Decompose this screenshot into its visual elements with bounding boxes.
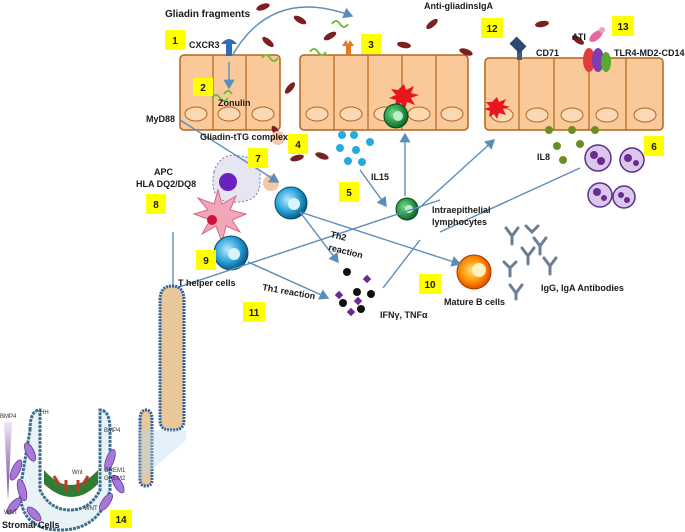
th2-label-line1: Th2: [330, 229, 348, 243]
ati-molecule-icon: [589, 27, 605, 42]
svg-text:8: 8: [153, 200, 159, 211]
myd88-label: MyD88: [146, 114, 175, 124]
il15-cytokines: [336, 131, 374, 166]
neutrophil-cells: [584, 144, 645, 209]
zonulin-label: Zonulin: [218, 98, 251, 108]
badge-2: 2: [193, 78, 213, 96]
enterocyte-layer-center: [299, 54, 469, 131]
svg-text:3: 3: [368, 40, 374, 51]
grem2-label: GREM2: [104, 476, 126, 482]
svg-text:11: 11: [249, 308, 260, 319]
cd71-receptor-icon: [509, 36, 527, 60]
t-helper-label: T helper cells: [178, 278, 236, 288]
badge-7: 7: [248, 148, 268, 168]
badges: 1 2 3 4 5 6 7 8 9 10 11 12 13 14: [110, 16, 664, 528]
badge-4: 4: [288, 134, 308, 154]
svg-text:5: 5: [346, 188, 352, 199]
badge-3: 3: [361, 34, 381, 54]
svg-text:13: 13: [617, 22, 629, 33]
badge-5: 5: [339, 182, 359, 202]
apc-dendritic-cell: [192, 188, 248, 244]
hla-label: HLA DQ2/DQ8: [136, 179, 196, 189]
svg-text:2: 2: [200, 83, 206, 94]
antibody-icons: [502, 224, 558, 301]
badge-11: 11: [243, 302, 265, 322]
bmp4-left-label: BMP4: [0, 414, 17, 420]
peptide-squiggles: [211, 20, 349, 102]
igg-iga-label: IgG, IgA Antibodies: [541, 283, 624, 293]
grem1-label: GREM1: [104, 468, 126, 474]
tlr4-md2-cd14-complex-icon: [583, 48, 611, 72]
il15-label: IL15: [371, 172, 389, 182]
badge-1: 1: [165, 30, 185, 50]
iel-label-line1: Intraepithelial: [432, 205, 491, 215]
crypt-illustration: [18, 408, 112, 532]
th1-label: Th1 reaction: [262, 282, 316, 301]
il8-label: IL8: [537, 152, 550, 162]
badge-10: 10: [419, 274, 441, 294]
svg-text:7: 7: [255, 154, 261, 165]
badge-13: 13: [612, 16, 634, 36]
hh-label: HH: [40, 410, 49, 416]
cxcr3-receptor-icon: [221, 39, 237, 56]
svg-text:10: 10: [424, 280, 436, 291]
bmp4-right-label: BMP4: [104, 428, 121, 434]
svg-text:1: 1: [172, 36, 178, 47]
gliadin-ttg-label: Gliadin-tTG complex: [200, 132, 288, 142]
badge-9: 9: [196, 250, 216, 270]
ifn-tnf-cytokines: [334, 268, 375, 317]
il8-cytokines: [545, 126, 599, 164]
apc-label: APC: [154, 167, 174, 177]
anti-gliadin-iga-label: Anti-gliadinsIgA: [424, 1, 493, 11]
tlr4-label: TLR4-MD2-CD14: [614, 48, 685, 58]
badge-8: 8: [146, 194, 166, 214]
badge-14: 14: [110, 510, 132, 528]
villus-illustration: [138, 284, 186, 488]
iel-label-line2: lymphocytes: [432, 217, 487, 227]
svg-text:14: 14: [115, 515, 127, 526]
svg-text:9: 9: [203, 256, 209, 267]
stromal-cells-label: Stromal Cells: [2, 520, 60, 530]
wnt-bottom-label: WNT: [84, 506, 98, 512]
damage-splat-icon: [389, 84, 510, 119]
enterocyte-layer-right: [484, 57, 664, 131]
wnt-left-label: WNT: [4, 510, 18, 516]
pathway-arrows: [169, 6, 581, 300]
cxcr3-label: CXCR3: [189, 40, 220, 50]
svg-text:4: 4: [295, 140, 301, 151]
svg-text:12: 12: [486, 24, 498, 35]
intraepithelial-lymphocyte-cell: [383, 103, 419, 221]
th2-label-line2: reaction: [328, 242, 364, 260]
svg-text:6: 6: [651, 142, 657, 153]
bmp4-gradient-bar: [4, 422, 12, 500]
neutrophil-nuclei: [590, 151, 639, 203]
ati-label: ATI: [572, 32, 586, 42]
cd71-label: CD71: [536, 48, 559, 58]
ifn-tnf-label: IFNγ, TNFα: [380, 310, 428, 320]
mature-b-cell: [456, 254, 492, 290]
wnt-center-label: Wnt: [72, 470, 83, 476]
stromal-cells: [6, 442, 125, 522]
badge-12: 12: [481, 18, 503, 38]
mature-b-label: Mature B cells: [444, 297, 505, 307]
receptor-orange-icon: [342, 40, 354, 56]
badge-6: 6: [644, 136, 664, 156]
gliadin-fragments-label: Gliadin fragments: [165, 9, 250, 20]
